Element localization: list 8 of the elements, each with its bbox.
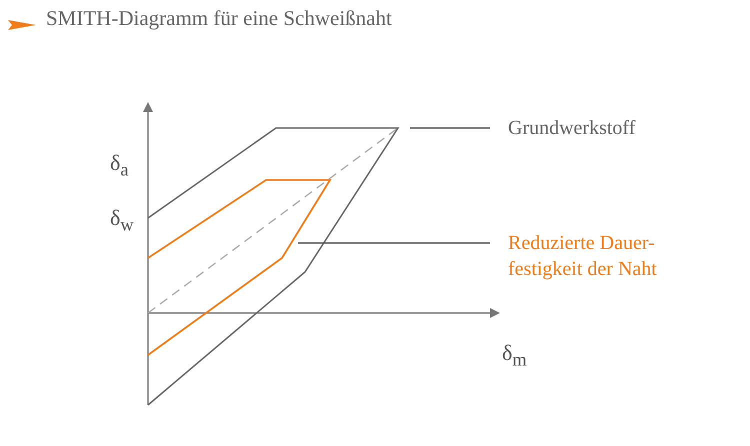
axis-label: δ$_{a}$ — [110, 150, 129, 180]
axis-label: δ$_{m}$ — [502, 340, 527, 370]
leader-line — [410, 127, 490, 129]
axis-label: δ$_{w}$ — [110, 205, 134, 236]
diagram-title: SMITH-Diagramm für eine Schweißnaht — [46, 6, 392, 31]
leader-line — [298, 242, 490, 244]
callout-label: Grundwerkstoff — [508, 115, 708, 141]
callout-label: Reduzierte Dauer- festigkeit der Naht — [508, 230, 708, 282]
